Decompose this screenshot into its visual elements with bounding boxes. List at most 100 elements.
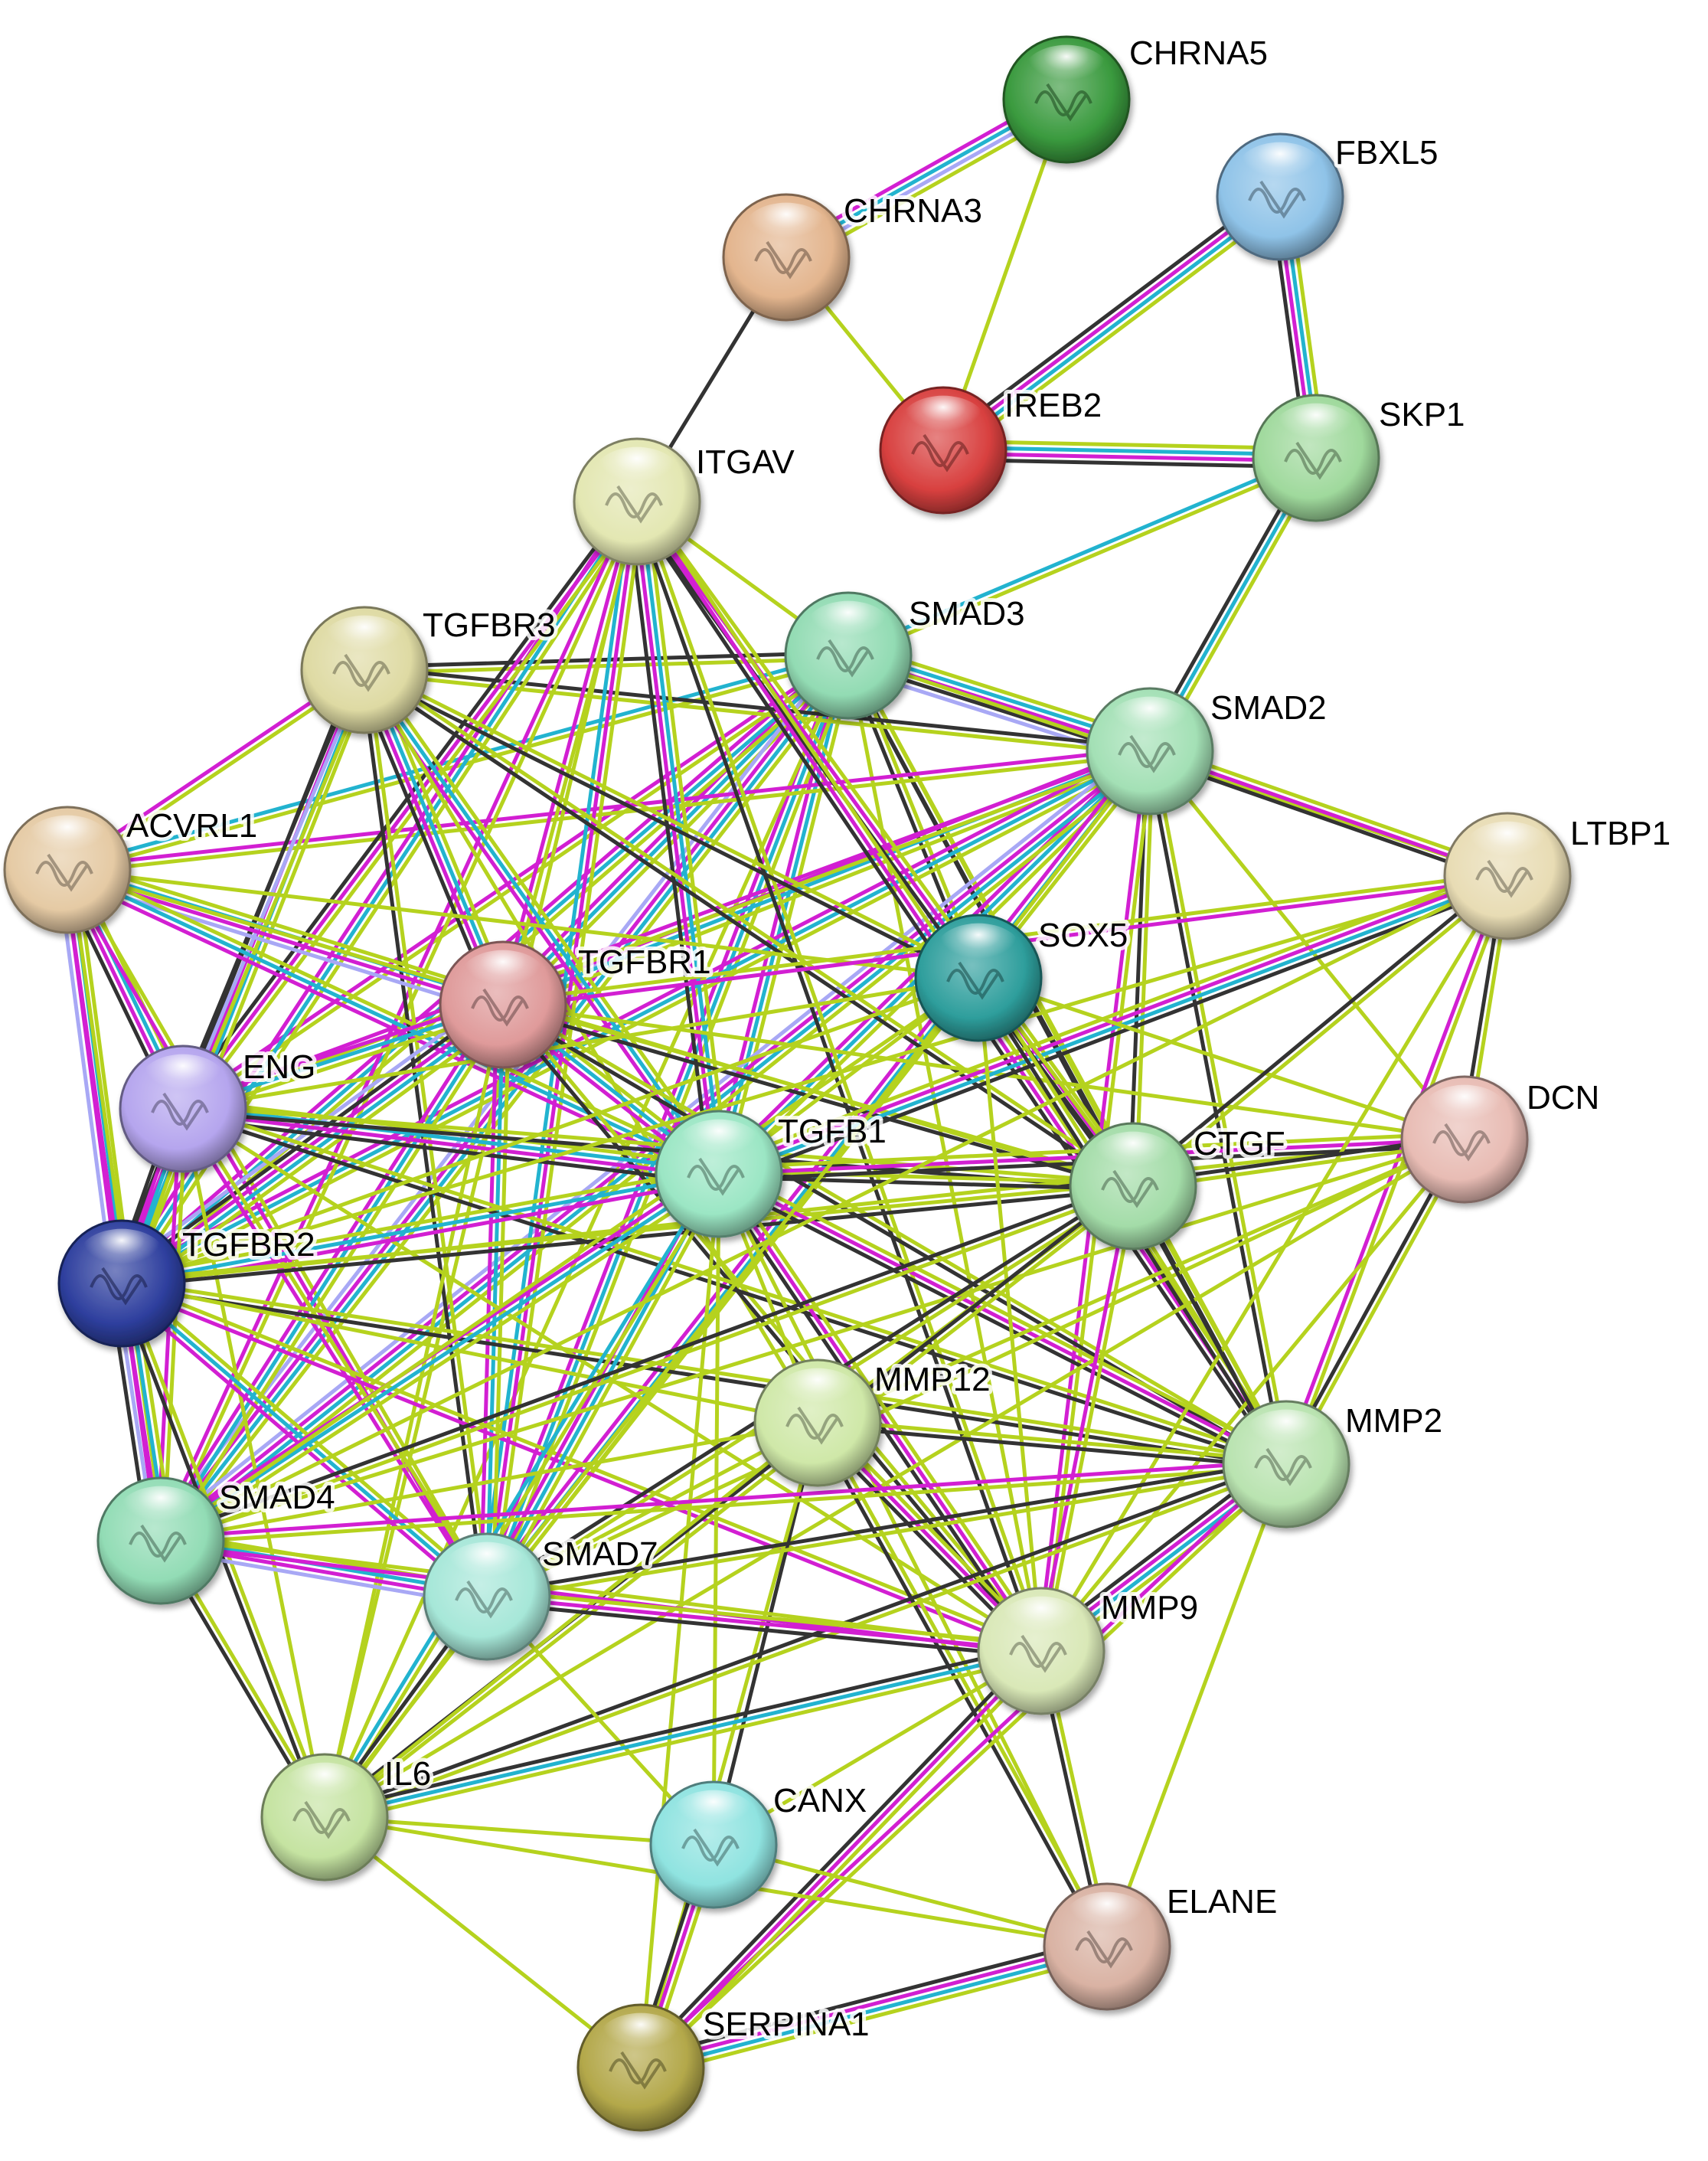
edge-ACVRL1-TGFB1 xyxy=(63,862,723,1182)
edge-TGFBR3-SOX5 xyxy=(361,665,982,983)
edge-line-coexpression xyxy=(119,1284,1288,1470)
node-CTGF[interactable]: CTGF xyxy=(1069,1121,1289,1251)
node-DCN[interactable]: DCN xyxy=(1400,1075,1603,1204)
node-label: ITGAV xyxy=(696,443,795,481)
edge-line-textmining xyxy=(485,1588,1044,1647)
edge-line-textmining xyxy=(183,1105,491,1597)
node-TGFBR1[interactable]: TGFBR1 xyxy=(439,940,715,1069)
edge-line-textmining xyxy=(364,665,982,977)
edge-TGFBR3-CTGF xyxy=(361,665,1137,1191)
edge-line-experimental xyxy=(119,1002,505,1286)
node-label: DCN xyxy=(1527,1079,1599,1116)
edge-line-textmining xyxy=(119,1281,820,1425)
edge-line-textmining xyxy=(711,1842,1109,1949)
edge-TGFBR2-MMP2 xyxy=(119,1278,1289,1470)
node-ACVRL1[interactable]: ACVRL1 xyxy=(3,803,261,934)
edge-MMP12-MMP2 xyxy=(815,1417,1288,1470)
edge-line-experimental xyxy=(119,1284,1043,1656)
node-MMP12[interactable]: MMP12 xyxy=(753,1357,994,1487)
edge-line-textmining xyxy=(1042,1185,1138,1654)
edge-TGFB1-ELANE xyxy=(717,1172,1109,1949)
edge-line-textmining xyxy=(717,1169,1135,1185)
node-SKP1[interactable]: SKP1 xyxy=(1252,392,1469,522)
edge-line-textmining xyxy=(485,1465,1289,1602)
edge-line-textmining xyxy=(502,1000,1290,1464)
edge-line-textmining xyxy=(641,1464,1291,2072)
node-gloss-highlight xyxy=(775,1368,861,1421)
edge-line-textmining xyxy=(128,671,375,1289)
node-SOX5[interactable]: SOX5 xyxy=(914,913,1132,1042)
edge-line-textmining xyxy=(181,752,1153,1114)
edge-SMAD7-MMP9 xyxy=(484,1588,1044,1659)
edge-MMP9-IL6 xyxy=(321,1643,1045,1826)
edge-line-experimental xyxy=(638,1649,1043,2070)
node-TGFB1[interactable]: TGFB1 xyxy=(655,1109,890,1238)
edge-line-experimental xyxy=(158,1459,1288,1540)
edge-TGFBR2-SOX5 xyxy=(119,976,981,1286)
node-IL6[interactable]: IL6 xyxy=(260,1751,435,1881)
node-label: SMAD3 xyxy=(909,595,1025,633)
node-gloss-highlight xyxy=(598,2012,684,2066)
edge-line-database xyxy=(844,453,1317,655)
edge-IL6-SERPINA1 xyxy=(322,1815,643,2070)
edge-line-coexpression xyxy=(181,1110,1135,1192)
edge-line-textmining xyxy=(158,1465,1288,1546)
edge-line-coexpression xyxy=(484,1459,1288,1596)
node-gloss-highlight xyxy=(444,1541,530,1595)
edge-line-textmining xyxy=(322,1815,716,1847)
node-ENG[interactable]: ENG xyxy=(119,1045,319,1173)
node-label: MMP9 xyxy=(1101,1589,1198,1626)
edge-MMP12-IL6 xyxy=(322,1421,820,1819)
node-LTBP1[interactable]: LTBP1 xyxy=(1443,811,1674,940)
edge-line-textmining xyxy=(162,1177,724,1548)
node-SMAD4[interactable]: SMAD4 xyxy=(96,1475,339,1605)
edge-line-textmining xyxy=(485,976,981,1599)
node-MMP9[interactable]: MMP9 xyxy=(977,1585,1202,1715)
edge-line-database xyxy=(942,197,1284,455)
node-gloss-highlight xyxy=(1237,142,1323,195)
node-CANX[interactable]: CANX xyxy=(649,1778,870,1909)
edge-line-database xyxy=(717,877,1510,1179)
node-SERPINA1[interactable]: SERPINA1 xyxy=(576,2002,874,2132)
edge-line-textmining xyxy=(976,976,1467,1142)
node-gloss-highlight xyxy=(140,1054,226,1107)
node-label: SMAD2 xyxy=(1210,689,1327,727)
node-TGFBR3[interactable]: TGFBR3 xyxy=(300,603,560,734)
node-FBXL5[interactable]: FBXL5 xyxy=(1216,130,1442,261)
edge-line-textmining xyxy=(322,499,639,1819)
edge-line-experimental xyxy=(485,1594,1043,1653)
node-CHRNA5[interactable]: CHRNA5 xyxy=(1002,31,1272,164)
node-SMAD7[interactable]: SMAD7 xyxy=(423,1532,662,1661)
edge-LTBP1-SMAD4 xyxy=(158,874,1510,1543)
edge-ENG-SMAD7 xyxy=(178,1105,491,1600)
node-SMAD2[interactable]: SMAD2 xyxy=(1086,685,1331,816)
edge-ITGAV-IL6 xyxy=(322,499,639,1819)
node-MMP2[interactable]: MMP2 xyxy=(1222,1398,1446,1528)
edge-line-coexpression xyxy=(361,671,979,983)
edge-line-coexpression xyxy=(119,1187,1135,1289)
node-IREB2[interactable]: IREB2 xyxy=(879,383,1105,515)
node-gloss-highlight xyxy=(1090,1131,1176,1185)
edge-line-database xyxy=(639,1947,1110,2073)
edge-line-textmining xyxy=(503,1000,1046,1651)
node-label: SKP1 xyxy=(1379,396,1465,433)
edge-line-coexpression xyxy=(1128,871,1507,1186)
edge-SMAD2-DCN xyxy=(1148,749,1467,1142)
node-CHRNA3[interactable]: CHRNA3 xyxy=(722,188,986,322)
node-gloss-highlight xyxy=(805,600,891,654)
edge-line-experimental xyxy=(717,1172,1288,1466)
node-label: TGFB1 xyxy=(778,1113,887,1150)
node-SMAD3[interactable]: SMAD3 xyxy=(784,591,1029,720)
edge-CANX-ELANE xyxy=(711,1842,1109,1949)
node-ITGAV[interactable]: ITGAV xyxy=(573,437,798,566)
node-ELANE[interactable]: ELANE xyxy=(1043,1879,1281,2011)
edge-line-textmining xyxy=(322,1815,643,2070)
edge-line-textmining xyxy=(641,1953,1112,2079)
edge-line-database xyxy=(322,1649,1043,1819)
edge-line-coexpression xyxy=(812,1422,1106,1950)
edge-line-coexpression xyxy=(634,1644,1039,2065)
node-TGFBR2[interactable]: TGFBR2 xyxy=(57,1219,319,1348)
edge-line-textmining xyxy=(67,862,723,1171)
edge-ITGAV-SMAD4 xyxy=(155,498,642,1545)
